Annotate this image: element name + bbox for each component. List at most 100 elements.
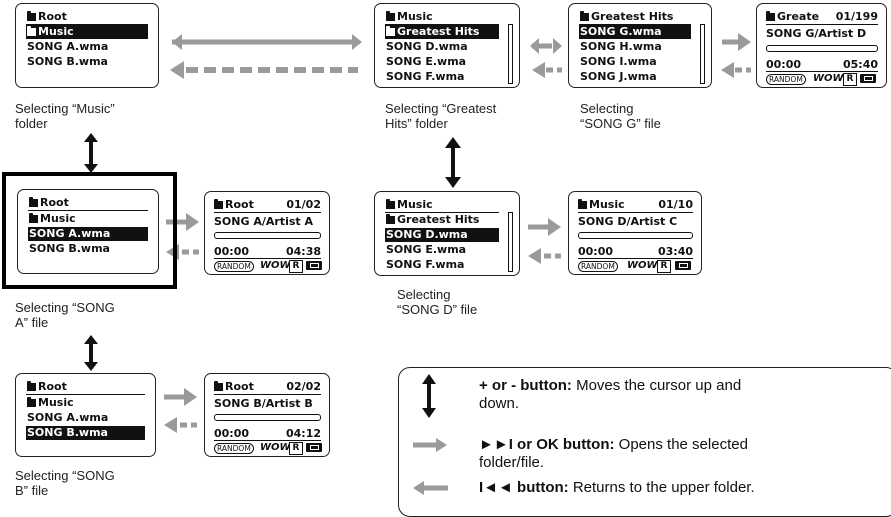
- player-folder: Greate: [766, 10, 819, 23]
- battery-icon: [306, 261, 322, 270]
- divider: [214, 258, 321, 260]
- player-track: SONG D/Artist C: [578, 215, 678, 228]
- legend-arrows: [413, 374, 448, 495]
- divider: [214, 394, 321, 396]
- selected-row: Music: [26, 25, 148, 39]
- legend-forward-desc: Opens the selected: [614, 436, 748, 453]
- screen-title: Music: [385, 10, 499, 25]
- random-icon: RANDOM: [214, 443, 254, 454]
- player-track: SONG B/Artist B: [214, 397, 313, 410]
- list-item: SONG J.wma: [580, 70, 657, 83]
- repeat-icon: R: [657, 260, 671, 273]
- arrow-back-greatest: [721, 62, 751, 78]
- updown-arrow-1: [84, 133, 98, 173]
- caption-line: “SONG D” file: [397, 302, 478, 317]
- divider: [214, 212, 321, 214]
- selected-row: SONG G.wma: [579, 25, 691, 39]
- caption-line: B” file: [15, 483, 49, 498]
- updown-arrow-legend: [422, 374, 436, 418]
- list-item: SONG D.wma: [386, 40, 468, 53]
- folder-icon: [766, 11, 775, 21]
- folder-icon: [578, 199, 587, 209]
- progress-bar: [766, 45, 878, 52]
- scrollbar: [508, 212, 513, 272]
- total-time: 03:40: [657, 245, 693, 258]
- arrow-open-song-g: [722, 33, 751, 51]
- legend-forward-cont: folder/file.: [479, 454, 545, 471]
- screen-greatest-song-g-selected: Greatest Hits SONG G.wma SONG H.wma SONG…: [568, 3, 712, 88]
- screen-music-greatest-selected: Music Greatest Hits SONG D.wma SONG E.wm…: [374, 3, 520, 88]
- folder-icon: [386, 11, 395, 21]
- screen-title: Music: [385, 198, 499, 213]
- player-count: 01/199: [835, 10, 878, 23]
- folder-icon: [386, 214, 395, 224]
- arrows-layer: [84, 33, 751, 433]
- divider: [766, 24, 878, 26]
- folder-icon: [214, 199, 223, 209]
- caption-song-a: Selecting “SONG A” file: [15, 300, 115, 330]
- screen-root-song-b-selected: Root Music SONG A.wma SONG B.wma: [15, 373, 156, 457]
- random-icon: RANDOM: [578, 261, 618, 272]
- caption-music: Selecting “Music” folder: [15, 101, 115, 131]
- arrow-back-root-dashed: [170, 61, 358, 79]
- folder-icon: [27, 26, 36, 36]
- list-item: SONG A.wma: [27, 411, 109, 424]
- battery-icon: [860, 74, 876, 83]
- arrow-open-music: [172, 34, 362, 50]
- list-item: Music: [16, 396, 155, 410]
- legend-forward-text: ►►I or OK button: Opens the selected: [479, 436, 748, 454]
- repeat-icon: R: [843, 73, 857, 86]
- screen-title: Root: [28, 196, 148, 211]
- legend-updown-label: + or - button:: [479, 377, 572, 394]
- arrow-open-song-d: [528, 218, 561, 236]
- caption-line: Selecting “SONG: [15, 300, 115, 315]
- list-item: SONG F.wma: [386, 258, 465, 271]
- elapsed-time: 00:00: [214, 245, 250, 258]
- folder-icon: [29, 197, 38, 207]
- caption-song-g: Selecting “SONG G” file: [580, 101, 661, 131]
- caption-line: Hits” folder: [385, 116, 448, 131]
- total-time: 05:40: [842, 58, 878, 71]
- player-folder: Root: [214, 198, 254, 211]
- caption-line: Selecting “Music”: [15, 101, 115, 116]
- player-screen-song-a: Root 01/02 SONG A/Artist A 00:00 04:38 R…: [204, 191, 330, 275]
- screen-title: Root: [26, 10, 148, 25]
- updown-arrow-3: [84, 335, 98, 371]
- folder-icon: [386, 199, 395, 209]
- caption-line: Selecting “SONG: [15, 468, 115, 483]
- player-screen-song-g: Greate 01/199 SONG G/Artist D 00:00 05:4…: [756, 3, 887, 88]
- elapsed-time: 00:00: [578, 245, 614, 258]
- player-count: 01/10: [658, 198, 693, 211]
- legend-updown-cont: down.: [479, 395, 520, 412]
- battery-icon: [306, 443, 322, 452]
- screen-title: Greatest Hits: [579, 10, 691, 25]
- back-arrow-legend: [413, 481, 448, 495]
- screen-music-song-d-selected: Music Greatest Hits SONG D.wma SONG E.wm…: [374, 191, 520, 276]
- updown-arrow-2: [445, 137, 461, 188]
- legend-updown-desc: Moves the cursor up and: [571, 377, 742, 394]
- selected-row: SONG B.wma: [26, 426, 145, 440]
- folder-icon: [27, 397, 36, 407]
- selected-row: Greatest Hits: [385, 25, 499, 39]
- legend-box: + or - button: Moves the cursor up and d…: [398, 367, 891, 517]
- player-folder: Music: [578, 198, 625, 211]
- legend-updown-text: + or - button: Moves the cursor up and: [479, 377, 741, 395]
- player-screen-song-d: Music 01/10 SONG D/Artist C 00:00 03:40 …: [568, 191, 702, 275]
- scrollbar: [508, 24, 513, 84]
- caption-line: Selecting: [397, 287, 451, 302]
- progress-bar: [578, 232, 693, 239]
- folder-icon: [580, 11, 589, 21]
- player-screen-song-b: Root 02/02 SONG B/Artist B 00:00 04:12 R…: [204, 373, 330, 457]
- divider: [578, 212, 693, 214]
- elapsed-time: 00:00: [214, 427, 250, 440]
- legend-back-label: I◄◄ button:: [479, 479, 569, 496]
- total-time: 04:12: [285, 427, 321, 440]
- selected-row: SONG A.wma: [28, 227, 148, 241]
- arrow-back-music: [532, 62, 562, 78]
- current-step-highlight: [2, 172, 177, 289]
- player-track: SONG G/Artist D: [766, 27, 867, 40]
- screen-root-music-selected: Root Music SONG A.wma SONG B.wma: [15, 3, 159, 88]
- list-item: Music: [18, 212, 158, 226]
- repeat-icon: R: [289, 442, 303, 455]
- divider: [766, 71, 878, 73]
